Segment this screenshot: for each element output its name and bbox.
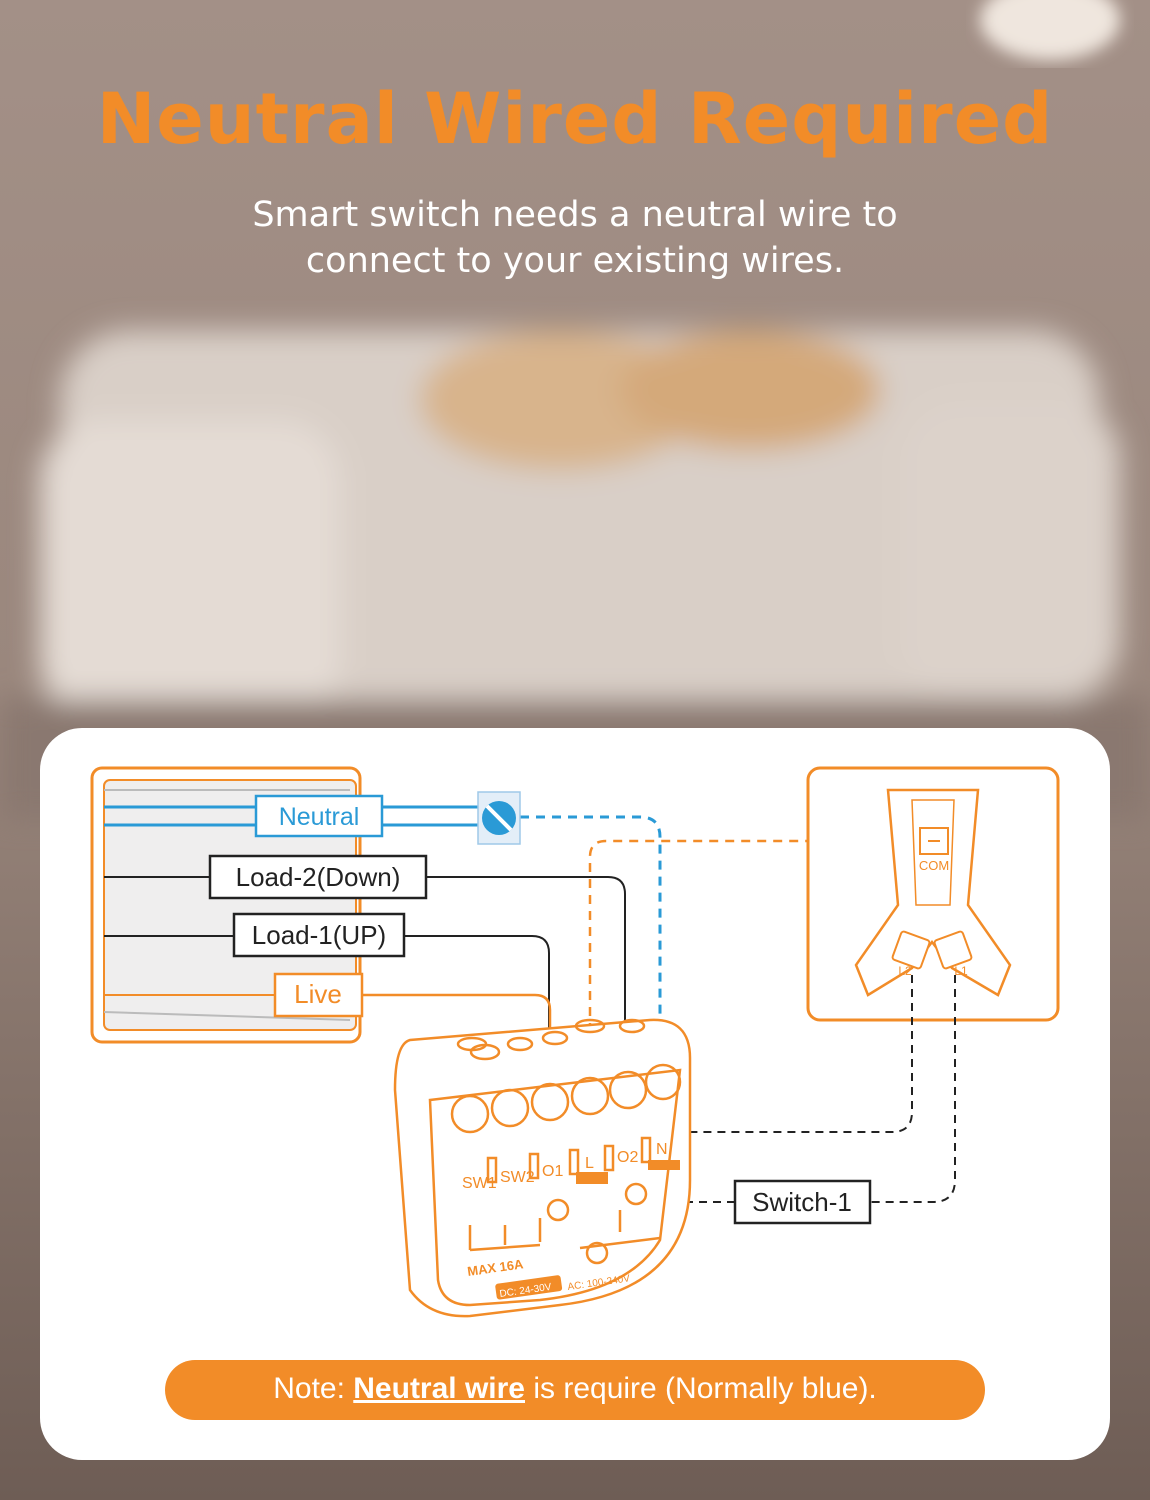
load-1-label: Load-1(UP) — [252, 920, 386, 950]
wall-switch — [806, 766, 1060, 1022]
l-terminal-marker — [576, 1172, 608, 1184]
terminal-label-n: N — [656, 1141, 668, 1158]
l2-label: L2 — [898, 964, 912, 978]
note-suffix: is require (Normally blue). — [525, 1372, 877, 1405]
com-label: COM — [919, 858, 949, 873]
neutral-label: Neutral — [279, 803, 360, 831]
note-prefix: Note: — [273, 1372, 354, 1405]
switch-1-label: Switch-1 — [752, 1187, 852, 1217]
neutral-label-box — [254, 794, 384, 838]
lamp-shape — [980, 0, 1120, 60]
n-terminal-marker — [648, 1160, 680, 1170]
page-title: Neutral Wired Required — [96, 78, 1054, 160]
load-1-label-box — [232, 912, 406, 958]
note-highlight: Neutral wire — [353, 1372, 525, 1405]
neutral-wires — [104, 805, 662, 1070]
terminal-label-o2: O2 — [617, 1149, 638, 1166]
l1-label: L1 — [954, 964, 968, 978]
smart-switch-module — [393, 1018, 692, 1318]
load-2-label-box — [208, 854, 428, 900]
dc-spec-badge — [495, 1275, 563, 1300]
subtitle-line-2: connect to your existing wires. — [305, 241, 845, 281]
terminal-labels: SW1 SW2 O1 L O2 N — [462, 1141, 668, 1192]
neutral-note-banner: Note: Neutral wire is require (Normally … — [165, 1360, 985, 1420]
subtitle-line-1: Smart switch needs a neutral wire to — [252, 195, 898, 235]
junction-box — [90, 766, 362, 1044]
live-wires — [104, 839, 920, 1080]
terminal-label-l: L — [585, 1155, 594, 1172]
load-2-label: Load-2(Down) — [236, 862, 401, 892]
live-label: Live — [294, 979, 342, 1009]
terminal-label-sw2: SW2 — [500, 1169, 535, 1186]
load-wires — [104, 876, 626, 1080]
live-label-box — [273, 972, 364, 1018]
neutral-connector-block — [477, 791, 521, 845]
terminal-label-sw1: SW1 — [462, 1175, 497, 1192]
terminal-label-o1: O1 — [542, 1163, 563, 1180]
page-subtitle: Smart switch needs a neutral wire to con… — [175, 192, 975, 284]
switch-1-label-box — [733, 1179, 872, 1225]
